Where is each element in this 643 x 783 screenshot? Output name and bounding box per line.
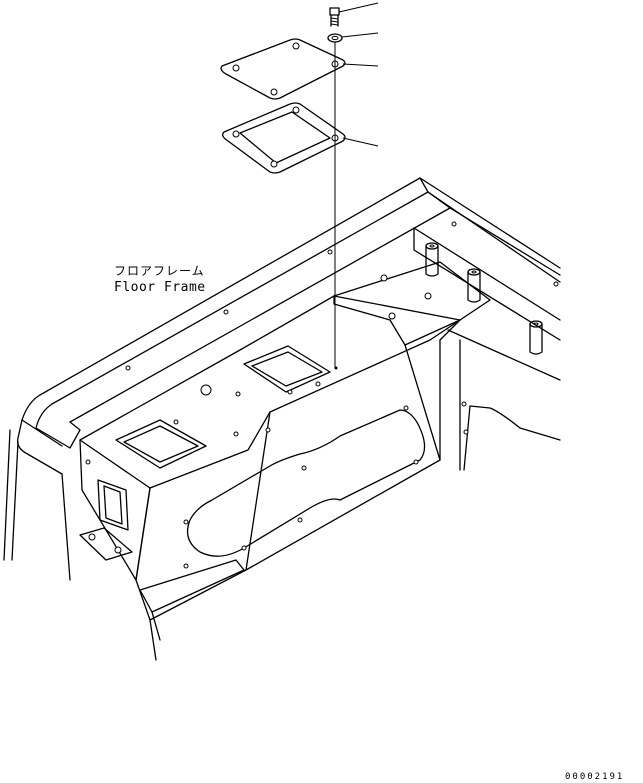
cover-plate-part — [220, 38, 346, 100]
bolt-part — [329, 7, 340, 27]
floor-frame-label-japanese: フロアフレーム — [114, 264, 205, 278]
gasket-leader-line — [342, 137, 379, 147]
bolt-leader-line — [338, 2, 379, 13]
studs — [425, 242, 543, 355]
mounting-holes — [85, 221, 559, 569]
washer-part — [327, 33, 343, 43]
deck-openings — [115, 345, 331, 469]
gasket-part — [222, 102, 346, 174]
document-number: 00002191 — [565, 772, 625, 782]
cover-plate-leader-line — [342, 63, 379, 67]
washer-leader-line — [341, 32, 379, 38]
floor-frame-label-english: Floor Frame — [114, 280, 206, 295]
floor-frame — [3, 177, 561, 661]
